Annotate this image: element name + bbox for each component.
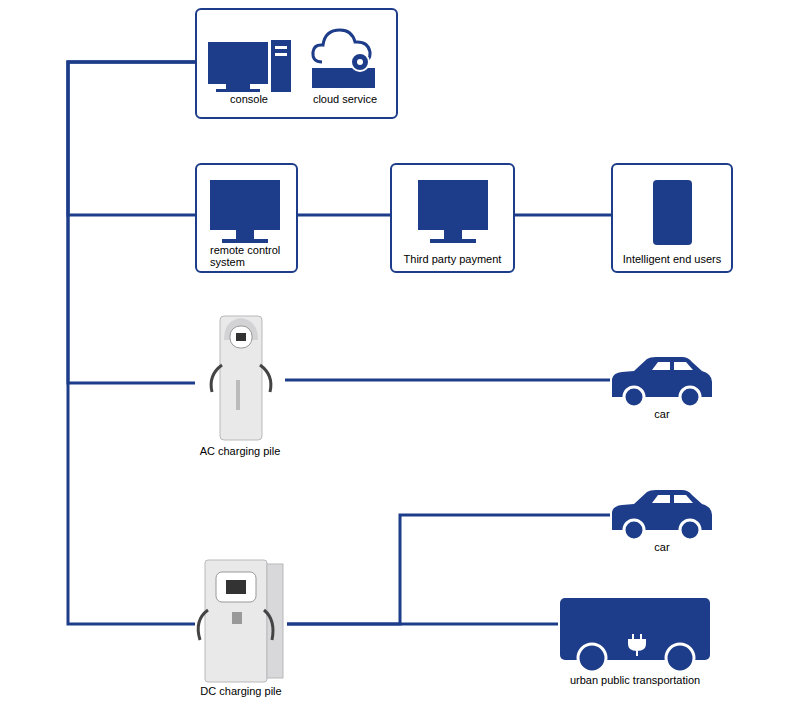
node-label: Third party payment (396, 254, 509, 266)
car-picture (612, 490, 712, 540)
node-label: cloud service (305, 94, 385, 106)
console-icon (208, 40, 291, 92)
connector-line (298, 214, 390, 217)
payment-monitor-icon (418, 180, 488, 243)
process-box: remote control system (195, 163, 298, 273)
connector-line (515, 214, 611, 217)
charger-node: AC charging pile (195, 312, 285, 462)
connector-line (68, 62, 195, 383)
vehicle-node: urban public transportation (558, 596, 712, 690)
connector-line (285, 379, 610, 382)
connector-line (68, 62, 195, 624)
phone-icon (653, 180, 692, 245)
charger-node: DC charging pile (195, 556, 287, 701)
node-label: AC charging pile (195, 446, 285, 458)
ac-charging-pile-picture (211, 316, 271, 440)
connector-line (287, 623, 558, 626)
node-label: Intelligent end users (617, 254, 727, 266)
connector-line (287, 515, 610, 624)
dc-charging-pile-picture (198, 560, 283, 682)
vehicle-node: car (610, 352, 714, 420)
node-label: urban public transportation (558, 675, 712, 687)
vehicle-node: car (610, 485, 714, 553)
node-label: car (610, 409, 714, 421)
process-box: Third party payment (390, 163, 515, 273)
node-label: console (207, 94, 291, 106)
cloud-service-icon (312, 30, 375, 88)
remote-monitor-icon (210, 180, 280, 243)
node-label: DC charging pile (195, 686, 287, 698)
process-box: Intelligent end users (611, 163, 733, 273)
system-group-box: console cloud service (195, 8, 398, 119)
bus-picture (560, 598, 710, 672)
car-picture (612, 357, 712, 407)
connector-line (68, 62, 195, 215)
node-label: remote control system (210, 245, 294, 268)
node-label: car (610, 542, 714, 554)
